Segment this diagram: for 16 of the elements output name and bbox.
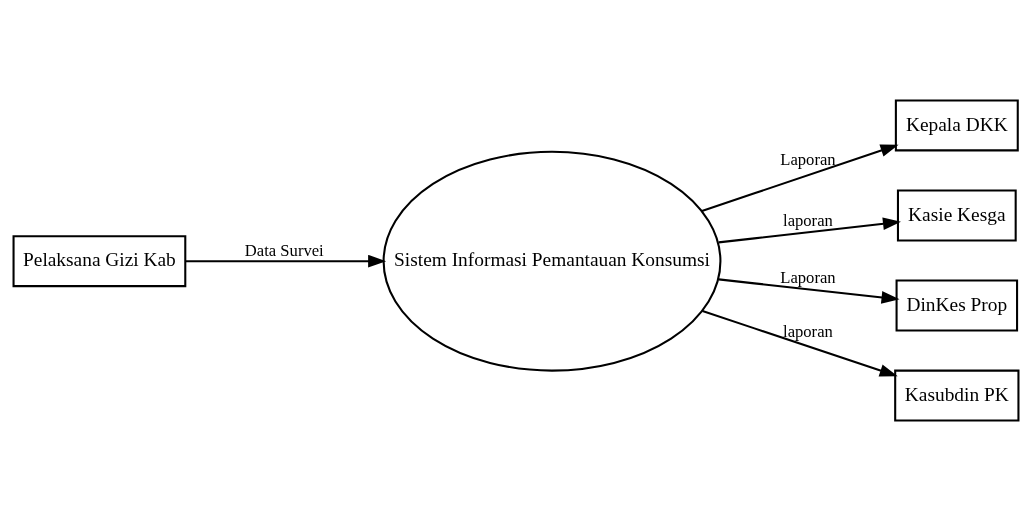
edge-label: laporan <box>783 321 833 341</box>
node-box: Kepala DKK <box>894 99 1019 152</box>
node-box: Kasubdin PK <box>894 369 1020 422</box>
arrow <box>718 217 901 244</box>
node-box: Pelaksana Gizi Kab <box>12 235 187 288</box>
edge-label: laporan <box>783 211 833 231</box>
arrow <box>701 144 899 213</box>
node-ellipse: Sistem Informasi Pemantauan Konsumsi <box>382 150 722 372</box>
arrow <box>702 310 898 377</box>
edge-label: Data Survei <box>244 241 324 261</box>
arrow <box>185 254 387 268</box>
node-box: DinKes Prop <box>895 279 1019 332</box>
arrow <box>718 278 900 304</box>
edge-label: Laporan <box>780 267 836 287</box>
node-box: Kasie Kesga <box>896 189 1017 242</box>
edge-label: Laporan <box>780 150 836 170</box>
